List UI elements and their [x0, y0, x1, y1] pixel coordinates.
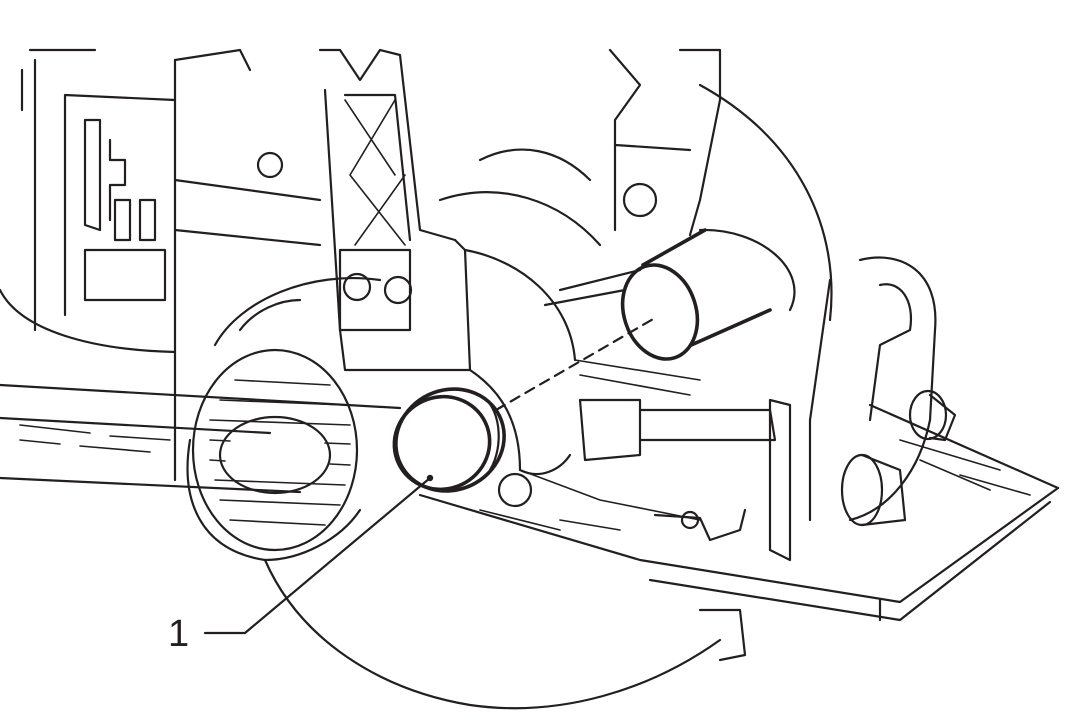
base-plate — [0, 383, 1060, 622]
saw-blade — [263, 83, 833, 710]
callout-leader-line — [203, 476, 432, 635]
alignment-dashed-line — [494, 316, 657, 412]
brush-holder-cylinder — [543, 228, 796, 361]
handle-arm — [318, 48, 602, 372]
callout-label-1: 1 — [168, 613, 189, 655]
brush-holder-cap — [392, 387, 506, 493]
lower-guard — [653, 256, 957, 562]
brush-holder-cap-face — [392, 394, 492, 492]
upper-blade-guard — [608, 48, 722, 237]
fan-grille — [186, 276, 382, 562]
motor-housing — [0, 48, 322, 482]
gear-housing — [468, 359, 777, 508]
callout-1: 1 — [168, 474, 434, 655]
